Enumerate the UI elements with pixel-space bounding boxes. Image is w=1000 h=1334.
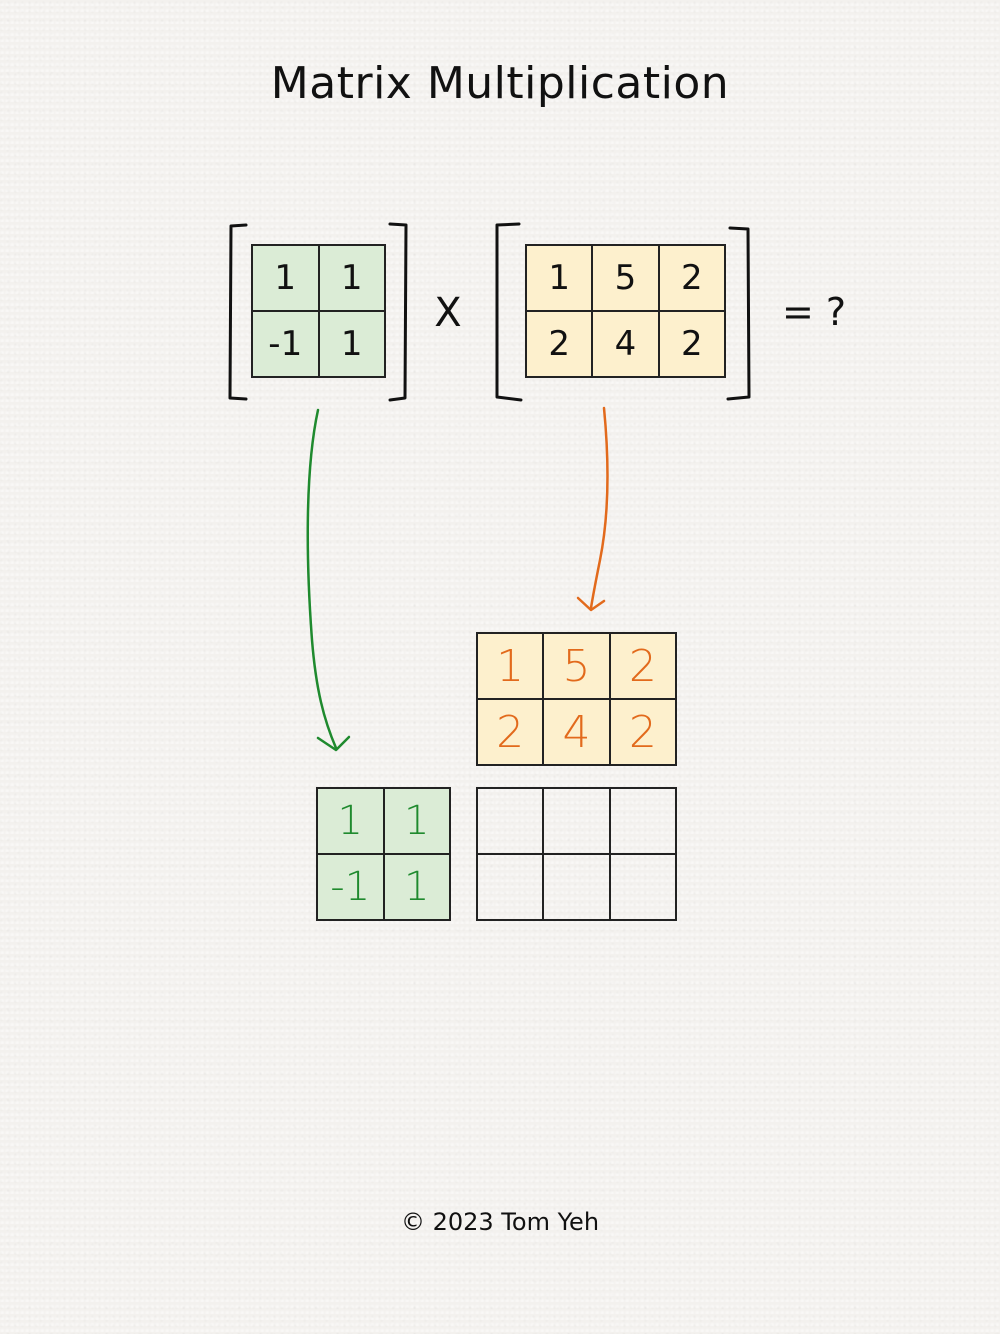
matrix-a-copy-cell: 1 (383, 854, 450, 920)
result-cell (477, 854, 544, 920)
matrix-b-cell: 2 (658, 245, 725, 311)
copyright-footer: © 2023 Tom Yeh (400, 1208, 600, 1236)
orange-arrow-head (576, 596, 606, 612)
matrix-a: 1 1 -1 1 (251, 244, 386, 378)
matrix-a-cell: -1 (252, 311, 319, 377)
matrix-b-copy: 1 5 2 2 4 2 (476, 632, 677, 766)
matrix-b-copy-cell: 5 (543, 633, 610, 699)
matrix-b-cell: 1 (526, 245, 593, 311)
matrix-b-copy-cell: 2 (609, 699, 676, 765)
green-arrow-line (306, 408, 338, 750)
result-cell (477, 788, 544, 854)
bracket-right-a (388, 222, 408, 402)
matrix-a-cell: 1 (252, 245, 319, 311)
result-cell (609, 854, 676, 920)
matrix-b-cell: 5 (592, 245, 659, 311)
matrix-a-copy-cell: 1 (317, 788, 384, 854)
matrix-a-cell: 1 (318, 245, 385, 311)
matrix-b: 1 5 2 2 4 2 (525, 244, 726, 378)
matrix-a-copy-cell: 1 (383, 788, 450, 854)
result-cell (609, 788, 676, 854)
matrix-b-cell: 2 (526, 311, 593, 377)
matrix-b-copy-cell: 2 (609, 633, 676, 699)
bracket-right-b (726, 226, 751, 401)
matrix-b-copy-cell: 1 (477, 633, 544, 699)
result-cell (543, 854, 610, 920)
matrix-a-cell: 1 (318, 311, 385, 377)
orange-arrow-line (589, 406, 609, 610)
result-cell (543, 788, 610, 854)
result-matrix (476, 787, 677, 921)
matrix-b-cell: 4 (592, 311, 659, 377)
page-title: Matrix Multiplication (270, 58, 730, 109)
bracket-left-b (495, 222, 523, 402)
matrix-b-cell: 2 (658, 311, 725, 377)
multiply-operator: X (434, 290, 462, 336)
matrix-a-copy-cell: -1 (317, 854, 384, 920)
matrix-b-copy-cell: 2 (477, 699, 544, 765)
result-prompt: = ? (782, 290, 847, 334)
green-arrow-head (316, 735, 351, 752)
matrix-b-copy-cell: 4 (543, 699, 610, 765)
bracket-left-a (228, 223, 248, 401)
matrix-a-copy: 1 1 -1 1 (316, 787, 451, 921)
